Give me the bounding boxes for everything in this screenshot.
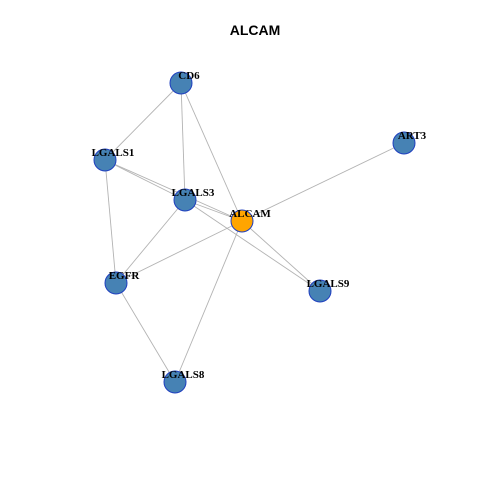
node-lgals1[interactable] [93, 148, 117, 172]
edge-lgals3-egfr [115, 199, 186, 284]
edge-art3-alcam [241, 142, 405, 222]
node-alcam[interactable] [230, 209, 254, 233]
node-cd6[interactable] [169, 71, 193, 95]
edge-cd6-lgals1 [104, 82, 182, 161]
node-egfr[interactable] [104, 271, 128, 295]
edge-lgals1-alcam [104, 159, 243, 222]
node-label-cd6: CD6 [178, 70, 200, 82]
edge-cd6-alcam [180, 82, 243, 222]
node-label-alcam: ALCAM [229, 208, 271, 220]
node-label-lgals9: LGALS9 [307, 278, 350, 290]
diagram-title: ALCAM [230, 22, 281, 38]
node-lgals9[interactable] [308, 279, 332, 303]
edge-cd6-lgals3 [180, 82, 186, 201]
edge-alcam-lgals9 [241, 220, 321, 292]
node-lgals3[interactable] [173, 188, 197, 212]
edge-egfr-lgals8 [115, 282, 176, 383]
edge-lgals1-egfr [104, 159, 117, 284]
edge-lgals3-lgals9 [184, 199, 321, 292]
edge-alcam-lgals8 [174, 220, 243, 383]
node-label-lgals8: LGALS8 [162, 369, 205, 381]
edge-lgals1-lgals3 [104, 159, 186, 201]
node-lgals8[interactable] [163, 370, 187, 394]
node-label-egfr: EGFR [109, 270, 141, 282]
edge-alcam-egfr [115, 220, 243, 284]
node-layer [93, 71, 416, 394]
node-label-lgals3: LGALS3 [172, 187, 215, 199]
node-label-lgals1: LGALS1 [92, 147, 135, 159]
node-label-art3: ART3 [398, 130, 427, 142]
node-art3[interactable] [392, 131, 416, 155]
edge-layer [104, 82, 405, 383]
